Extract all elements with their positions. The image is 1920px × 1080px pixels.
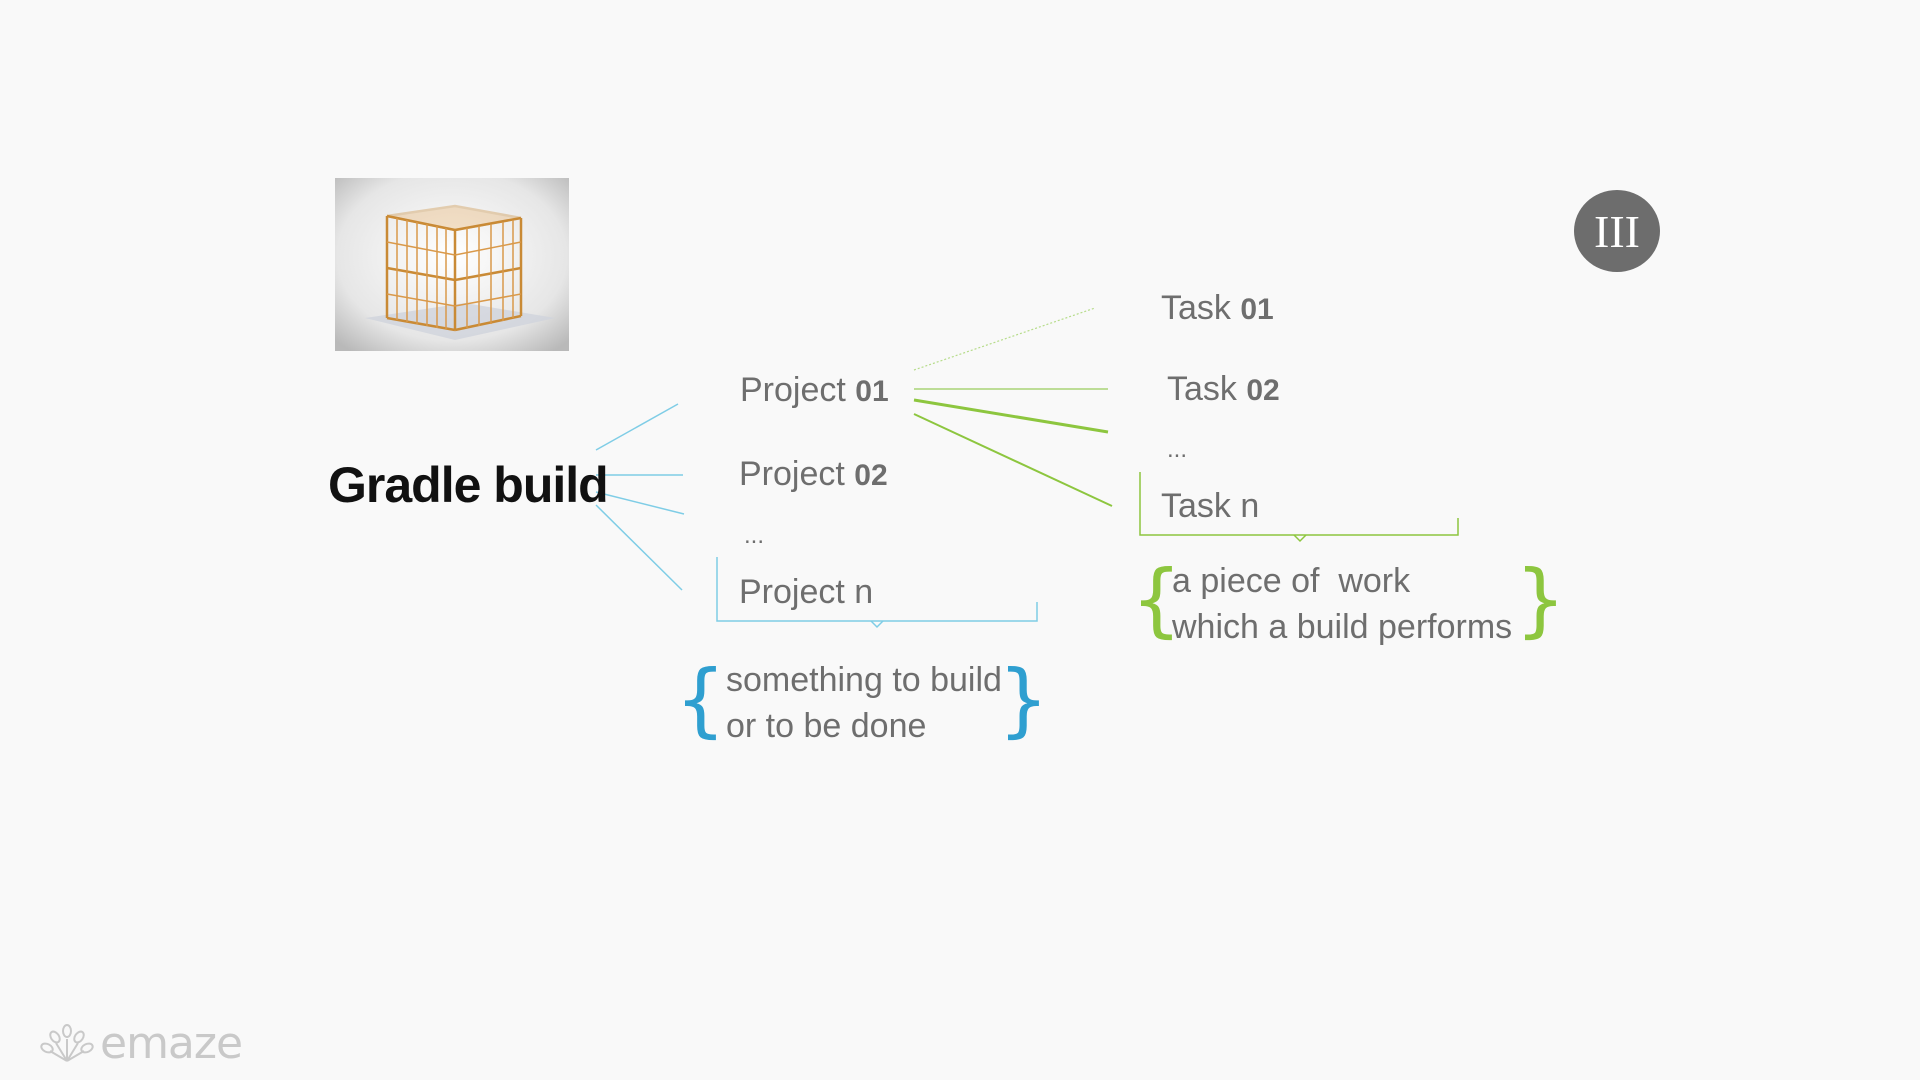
- connector-build-ellipsis: [595, 491, 685, 515]
- project-02-label: Project 02: [739, 457, 888, 491]
- task-02-label: Task 02: [1167, 372, 1280, 406]
- project-number: n: [854, 573, 874, 611]
- emaze-logo-text: emaze: [100, 1017, 243, 1069]
- connector-p01-ellipsis: [913, 398, 1109, 434]
- section-badge: III: [1574, 190, 1660, 272]
- connector-build-project01: [595, 403, 679, 451]
- task-note-close-brace: }: [1515, 553, 1566, 646]
- projects-ellipsis: ...: [744, 522, 765, 549]
- task-bracket-tip: [1293, 534, 1307, 543]
- gradle-build-title: Gradle build: [328, 457, 609, 513]
- project-number: 02: [854, 459, 888, 492]
- project-word: Project: [739, 455, 845, 493]
- task-note-line2: which a build performs: [1172, 608, 1513, 646]
- project-note-line2: or to be done: [726, 707, 927, 745]
- project-bracket-tip: [870, 620, 884, 629]
- connector-build-projectn: [595, 504, 683, 591]
- project-word: Project: [739, 573, 845, 611]
- project-n-label: Project n: [739, 575, 873, 609]
- connector-p01-task01: [913, 307, 1096, 371]
- house-frame-image: [335, 178, 569, 351]
- emaze-logo[interactable]: emaze: [38, 1017, 243, 1070]
- task-bracket: [1139, 472, 1459, 536]
- project-note-line1: something to build: [726, 661, 1002, 699]
- tasks-ellipsis: ...: [1167, 436, 1188, 463]
- connector-p01-taskn: [913, 413, 1113, 507]
- task-note-open-brace: {: [1131, 553, 1182, 646]
- project-note: something to build or to be done: [726, 657, 1002, 749]
- task-word: Task: [1167, 370, 1237, 408]
- project-note-close-brace: }: [998, 653, 1049, 746]
- project-word: Project: [740, 371, 846, 409]
- task-word: Task: [1161, 487, 1231, 525]
- emaze-peacock-icon: [38, 1017, 96, 1070]
- task-number: 02: [1246, 374, 1280, 407]
- project-bracket: [716, 557, 1038, 622]
- task-note-line1: a piece of work: [1172, 562, 1411, 600]
- task-n-label: Task n: [1161, 489, 1259, 523]
- task-01-label: Task 01: [1161, 291, 1274, 325]
- task-word: Task: [1161, 289, 1231, 327]
- task-number: n: [1240, 487, 1260, 525]
- project-note-open-brace: {: [675, 653, 726, 746]
- project-01-label: Project 01: [740, 373, 889, 407]
- task-note: a piece of work which a build performs: [1172, 558, 1512, 650]
- project-number: 01: [855, 375, 889, 408]
- task-number: 01: [1240, 293, 1274, 326]
